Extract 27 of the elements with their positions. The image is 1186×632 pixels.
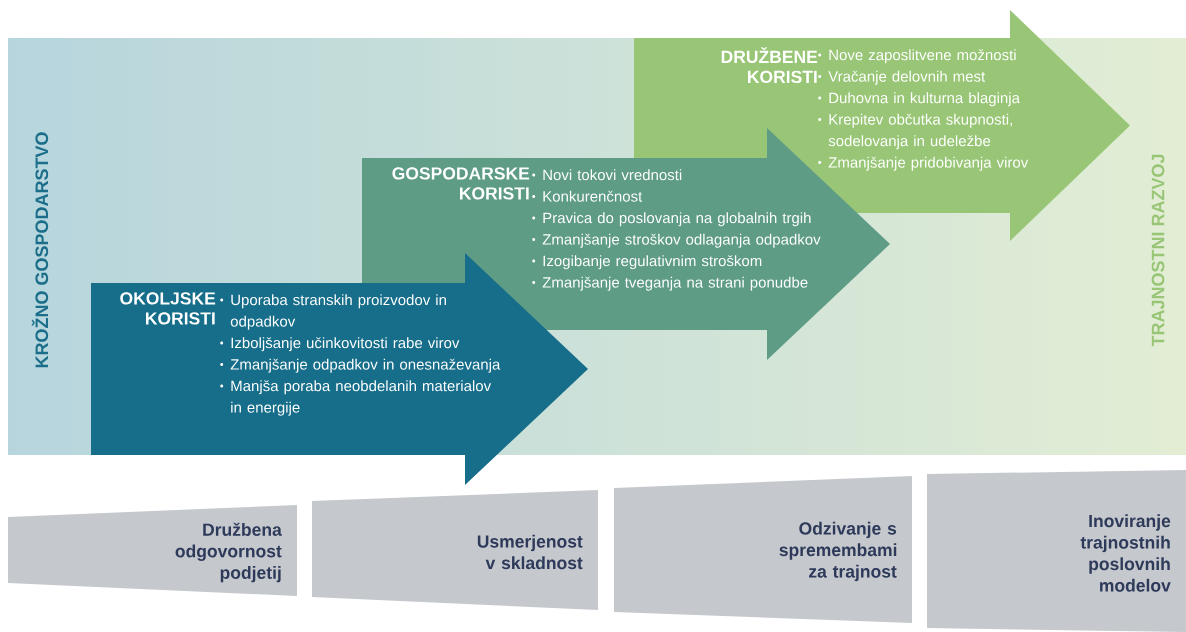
banner-heading: DRUŽBENE KORISTI bbox=[721, 47, 818, 84]
node-label: Zmanjšanje pridobivanja virov bbox=[828, 156, 1029, 171]
node-label: Zmanjšanje stroškov odlaganja odpadkov bbox=[542, 233, 821, 248]
node-label: Zmanjšanje tveganja na strani ponudbe bbox=[542, 276, 808, 291]
node-label: Novi tokovi vrednosti bbox=[543, 169, 682, 181]
node-label: Konkurenčnost bbox=[543, 190, 643, 202]
node-label: Nove zaposlitvene možnosti bbox=[829, 49, 1016, 64]
stage-trapezoid: Odzivanje s spremembami za trajnost bbox=[614, 476, 912, 623]
bullet-list: Nove zaposlitvene možnosti Vračanje delovnih mest Duhovna in kulturna blaginja Krepitev občutka skupnosti, sodelovanja in udeležbe Zmanjšanje pridobivanja virov bbox=[818, 49, 1029, 171]
bullet-list: Uporaba stranskih proizvodov in odpadkov Izboljšanje učinkovitosti rabe virov Zmanjšanje odpadkov in onesnaževanja Manjša poraba neobdelanih materialov in energije bbox=[220, 294, 501, 416]
stage-trapezoid: Družbena odgovornost podjetij bbox=[8, 505, 297, 596]
banner-heading: GOSPODARSKE KORISTI bbox=[392, 167, 530, 200]
bullet-list: Novi tokovi vrednosti Konkurenčnost Pravica do poslovanja na globalnih trgih Zmanjšanje stroškov odlaganja odpadkov Izogibanje regulativnim stroškom Zmanjšanje tveganja na strani ponudbe bbox=[532, 169, 821, 291]
banner-heading: OKOLJSKE KORISTI bbox=[120, 292, 216, 325]
node-label: Duhovna in kulturna blaginja bbox=[829, 92, 1020, 107]
node-label: Vračanje delovnih mest bbox=[828, 70, 986, 85]
band-label: TRAJNOSTNI RAZVOJ bbox=[1151, 154, 1165, 347]
node-label: Uporaba stranskih proizvodov in odpadkov bbox=[230, 294, 446, 330]
band-label: KROŽNO GOSPODARSTVO bbox=[31, 132, 49, 368]
node-label: Zmanjšanje odpadkov in onesnaževanja bbox=[230, 358, 501, 373]
node-label: Izogibanje regulativnim stroškom bbox=[543, 255, 762, 270]
node-label: Pravica do poslovanja na globalnih trgih bbox=[543, 212, 811, 227]
node-label: Manjša poraba neobdelanih materialov in energije bbox=[231, 380, 492, 416]
node-label: Izboljšanje učinkovitosti rabe virov bbox=[231, 337, 460, 352]
stage-trapezoid: Inoviranje trajnostnih poslovnih modelov bbox=[927, 470, 1186, 632]
node-label: Krepitev občutka skupnosti, sodelovanja in udeležbe bbox=[828, 113, 1012, 150]
stage-trapezoid: Usmerjenost v skladnost bbox=[312, 490, 598, 610]
